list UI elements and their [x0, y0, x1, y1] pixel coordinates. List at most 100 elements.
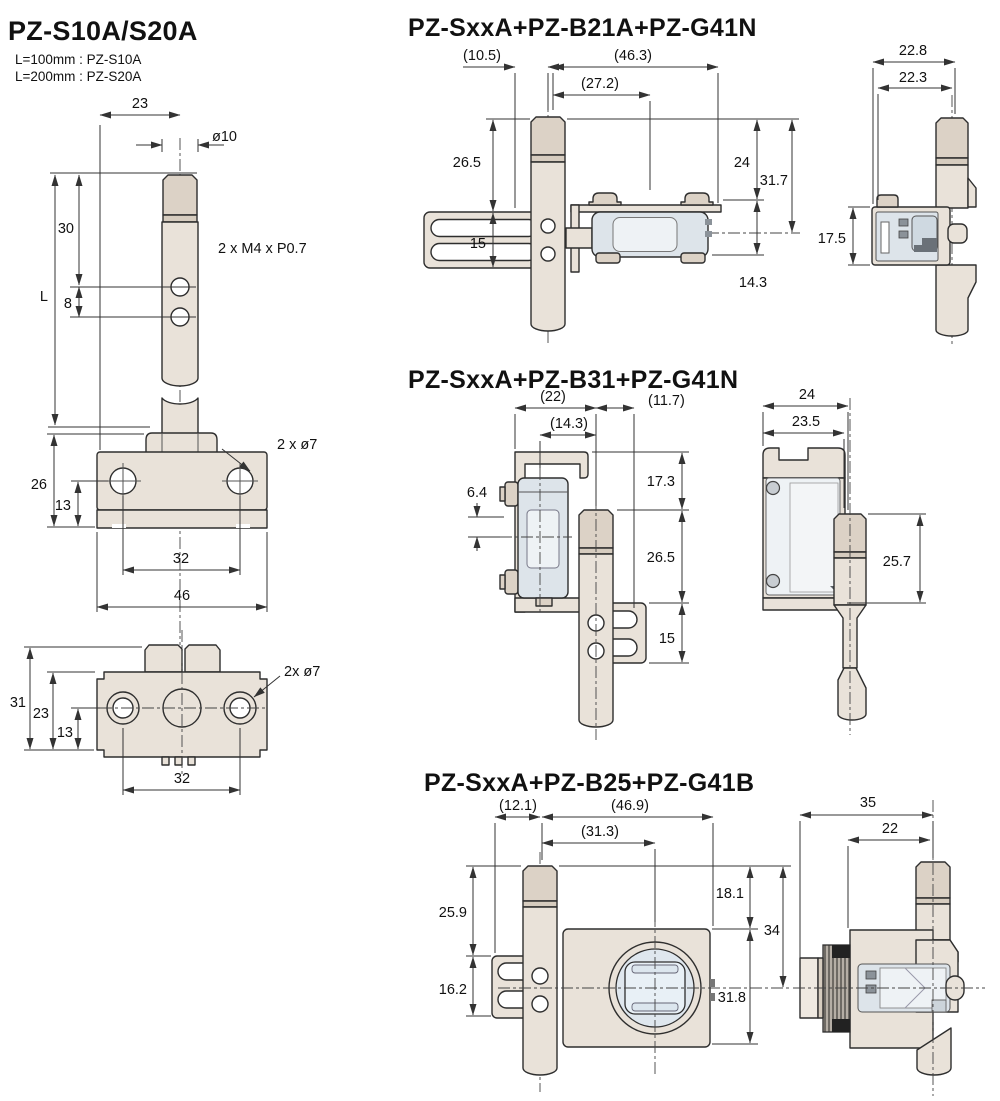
dim-axis: (14.3) [550, 416, 588, 432]
dim-rod-top: 25.9 [439, 905, 467, 921]
s10a-front-dimensions [47, 111, 268, 612]
dim-hole-offset: 13 [57, 725, 73, 741]
rod-thread-hole [540, 218, 556, 234]
b31-side-view: 24 23.5 25.7 [762, 387, 926, 735]
switch [898, 230, 909, 239]
dim-axis: (31.3) [581, 824, 619, 840]
connector-nub [705, 219, 712, 225]
dim-overall: 35 [860, 795, 876, 811]
rod-cap [162, 174, 198, 216]
screw [765, 480, 781, 496]
display-slot [880, 221, 890, 254]
b25-side-dimensions [799, 811, 934, 960]
dim-overall: (22) [540, 389, 566, 405]
b31-side-dimensions [762, 402, 926, 604]
b25-front-view: (12.1) (46.9) (31.3) 25.9 16.2 18.1 34 3… [439, 798, 791, 1092]
bracket-base [96, 509, 268, 529]
b21a-side-view: 22.8 22.3 17.5 [818, 43, 977, 345]
bracket-top [762, 447, 846, 479]
dim-hole-offset-top: 30 [58, 221, 74, 237]
dim-top-gap: 18.1 [716, 886, 744, 902]
b25-section: PZ-SxxA+PZ-B25+PZ-G41B [424, 769, 985, 1096]
bracket-slot [430, 218, 538, 238]
rod-cap [522, 865, 558, 902]
s10a-note-1: L=100mm : PZ-S10A [15, 52, 141, 67]
screw-head [876, 194, 899, 208]
dim-top-to-axis: 31.7 [760, 173, 788, 189]
dim-inner: 22 [882, 821, 898, 837]
step-detail [931, 999, 947, 1013]
b21a-front-view: (10.5) (46.3) (27.2) 26.5 15 24 31.7 14.… [423, 48, 800, 345]
rod-cap [530, 116, 566, 156]
s10a-note-2: L=200mm : PZ-S20A [15, 69, 141, 84]
dim-bracket-height: 26 [31, 477, 47, 493]
switch [898, 218, 909, 227]
rod-lower [837, 667, 867, 721]
sensor-label-window [612, 217, 678, 252]
dim-offset: (11.7) [648, 393, 685, 409]
clamp-tab [184, 644, 221, 673]
rod-groove [522, 900, 558, 908]
dim-bracket: 15 [470, 236, 486, 252]
sensor-window [526, 509, 560, 569]
sensor-window [789, 482, 839, 593]
dim-offset: (12.1) [499, 798, 537, 814]
dim-inner: 23.5 [792, 414, 820, 430]
switch [865, 984, 877, 994]
side-screw-tip [499, 486, 506, 502]
knurled-ring [822, 944, 851, 1033]
connector-nub [705, 231, 712, 237]
ring-band [832, 1019, 850, 1032]
b25-side-view: 35 22 [793, 795, 985, 1096]
screw [765, 573, 781, 589]
rod-body [935, 164, 969, 209]
rod-thread-hole [540, 246, 556, 262]
b21a-front-dimensions [463, 63, 799, 268]
clamp-tab [144, 644, 183, 673]
dim-offset: (10.5) [463, 48, 501, 64]
dim-overall: (46.3) [614, 48, 652, 64]
dim-rod-dia: ø10 [212, 129, 237, 145]
rod-groove [162, 214, 198, 223]
dim-rod-top: 26.5 [453, 155, 481, 171]
rod-groove [935, 157, 969, 166]
dim-depth: 31 [10, 695, 26, 711]
side-screw-tip [499, 574, 506, 590]
latch [914, 238, 937, 252]
bracket-bottom [762, 597, 846, 611]
dim-body-depth: 23 [33, 706, 49, 722]
s10a-top-view: 31 23 13 2x ø7 32 [10, 630, 320, 795]
rod-lower [935, 264, 977, 337]
screw-head [588, 192, 622, 206]
dim-mid: 26.5 [647, 550, 675, 566]
nozzle [535, 597, 553, 607]
dim-top-to-plate: 24 [734, 155, 750, 171]
sensor-tip [947, 223, 968, 244]
dim-top-width: 23 [132, 96, 148, 112]
switch [865, 970, 877, 980]
fiber-nose [565, 227, 593, 249]
side-screw [504, 481, 519, 507]
rod-body [161, 221, 199, 387]
b31-front-dimensions [468, 404, 689, 664]
b21a-title: PZ-SxxA+PZ-B21A+PZ-G41N [408, 14, 757, 42]
b31-section: PZ-SxxA+PZ-B31+PZ-G41N [408, 366, 926, 740]
dim-height: 17.5 [818, 231, 846, 247]
dim-body-height: 31.8 [718, 990, 746, 1006]
end-cap [595, 252, 621, 264]
dim-overall: 22.8 [899, 43, 927, 59]
dim-hole-height: 13 [55, 498, 71, 514]
dim-plate-to-bottom: 14.3 [739, 275, 767, 291]
dim-base-width: 46 [174, 588, 190, 604]
b25-front-dimensions [466, 813, 791, 1045]
dim-inner: 22.3 [899, 70, 927, 86]
rod-cap [935, 117, 969, 159]
b25-title: PZ-SxxA+PZ-B25+PZ-G41B [424, 769, 754, 797]
rod-shoulder [967, 177, 977, 208]
dim-bracket: 15 [659, 631, 675, 647]
dim-hole-pitch: 8 [64, 296, 72, 312]
dim-rod-length: L [40, 289, 48, 305]
side-nub [710, 993, 715, 1001]
